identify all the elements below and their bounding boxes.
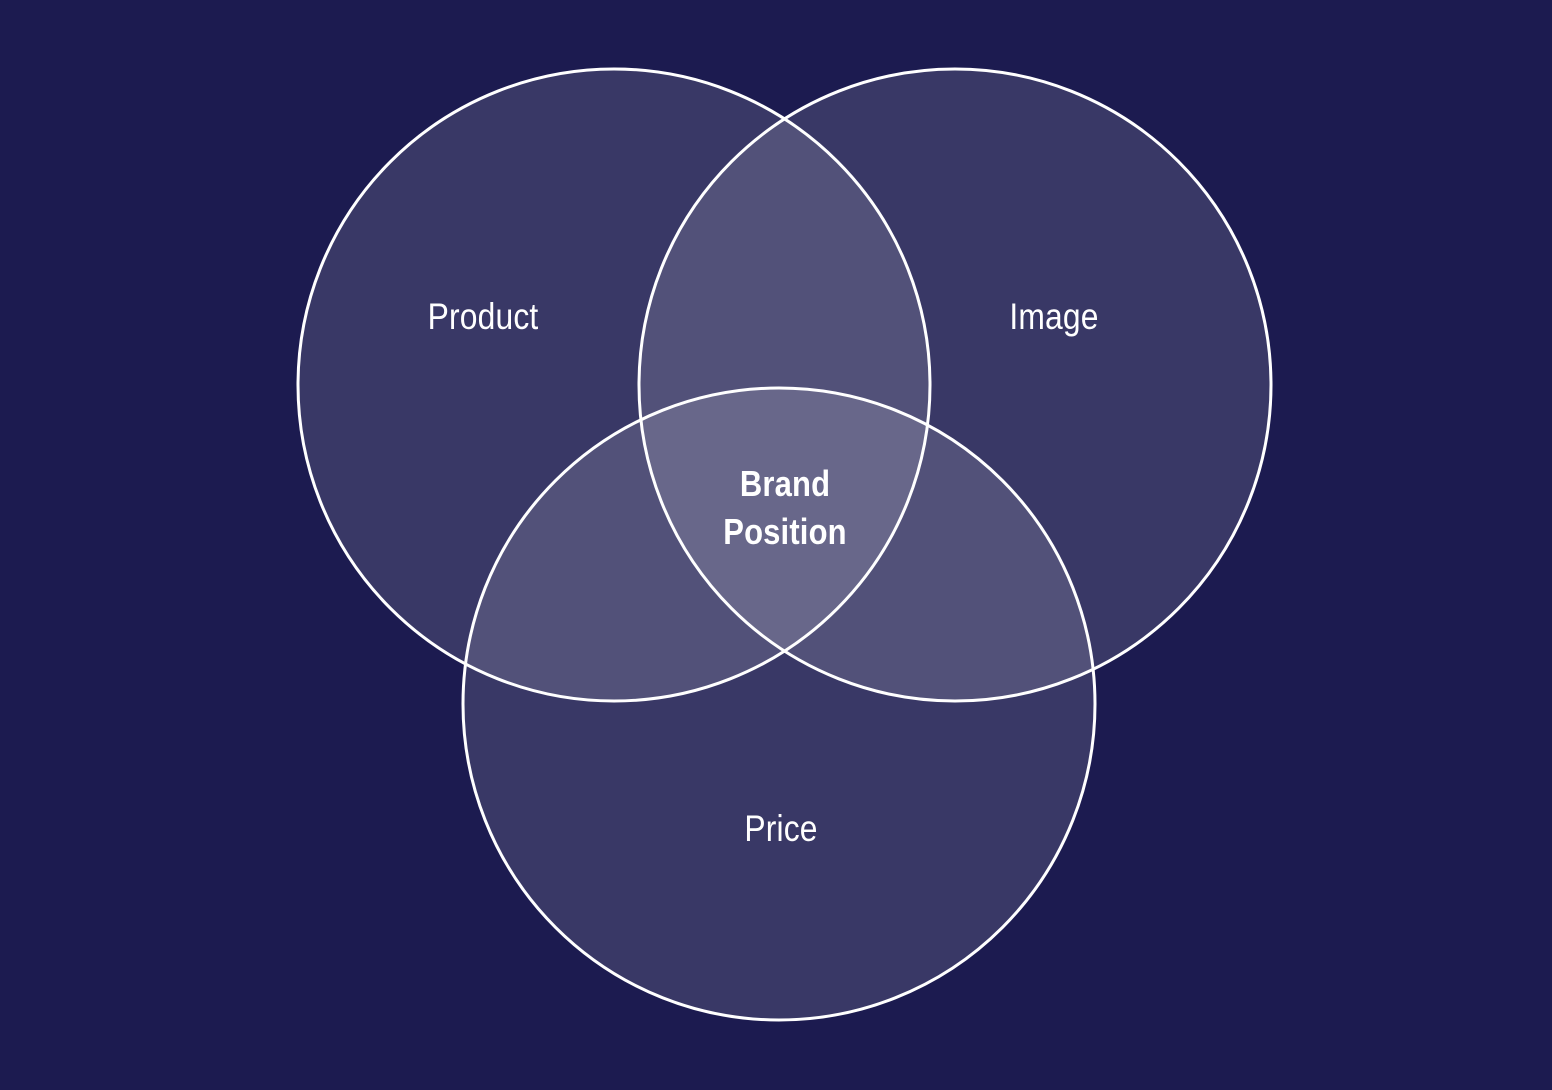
image-label: Image xyxy=(1009,296,1099,337)
image-circle-outline xyxy=(637,67,1273,703)
price-circle-outline xyxy=(461,386,1097,1022)
price-circle xyxy=(463,388,1095,1020)
image-circle xyxy=(639,69,1271,701)
price-label: Price xyxy=(744,808,818,849)
product-circle xyxy=(298,69,930,701)
product-label: Product xyxy=(427,296,539,337)
product-circle-outline xyxy=(296,67,932,703)
brand-position-line1: Brand xyxy=(739,463,831,504)
brand-position-label: Brand Position xyxy=(723,460,847,556)
brand-position-line2: Position xyxy=(723,511,847,552)
